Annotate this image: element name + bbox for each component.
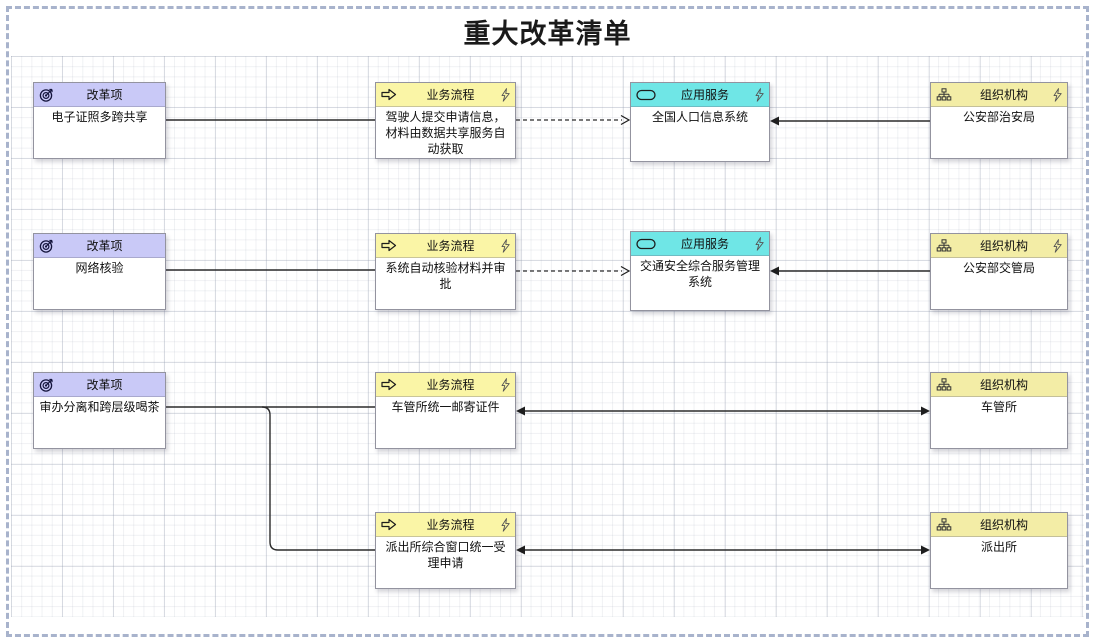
node-name: 驾驶人提交申请信息，材料由数据共享服务自动获取 [385, 110, 506, 156]
node-header: 改革项 [34, 83, 165, 107]
stadium-icon [636, 89, 658, 101]
edge-org-1-to-service-1 [770, 116, 930, 126]
node-type-label: 组织机构 [979, 88, 1028, 102]
node-header: 组织机构 [931, 373, 1067, 397]
arrowhead [770, 116, 779, 126]
node-type-label: 应用服务 [680, 237, 729, 251]
org-chart-icon [936, 517, 958, 532]
edge-process-2-to-service-2 [516, 265, 631, 277]
arrowhead [770, 266, 779, 276]
node-service-1[interactable]: 应用服务全国人口信息系统 [630, 82, 770, 162]
node-name: 派出所 [980, 540, 1017, 554]
arrowhead [921, 406, 930, 416]
node-type-label: 业务流程 [426, 239, 475, 253]
stadium-icon [636, 238, 658, 250]
node-header: 组织机构 [931, 83, 1067, 107]
node-name: 公安部治安局 [962, 110, 1035, 124]
node-header: 业务流程 [376, 373, 515, 397]
node-reform-2[interactable]: 改革项网络核验 [33, 233, 166, 310]
node-name: 电子证照多跨共享 [51, 110, 148, 124]
node-header: 组织机构 [931, 513, 1067, 537]
node-process-1[interactable]: 业务流程驾驶人提交申请信息，材料由数据共享服务自动获取 [375, 82, 516, 159]
open-arrowhead [620, 114, 631, 126]
node-reform-1[interactable]: 改革项电子证照多跨共享 [33, 82, 166, 159]
lightning-bolt-icon [752, 87, 764, 102]
node-org-4[interactable]: 组织机构派出所 [930, 512, 1068, 589]
node-header: 改革项 [34, 373, 165, 397]
edge-org-2-to-service-2 [770, 266, 930, 276]
arrow-right-icon [381, 239, 403, 252]
open-arrowhead [620, 265, 631, 277]
node-type-label: 业务流程 [426, 518, 475, 532]
node-name: 公安部交管局 [962, 261, 1035, 275]
node-type-label: 业务流程 [426, 378, 475, 392]
node-type-label: 组织机构 [979, 239, 1028, 253]
node-name: 网络核验 [75, 261, 124, 275]
grid-background [11, 56, 1084, 617]
diagram-title: 重大改革清单 [463, 19, 632, 50]
node-service-2[interactable]: 应用服务交通安全综合服务管理系统 [630, 231, 770, 311]
target-icon [39, 87, 61, 103]
node-type-label: 业务流程 [426, 88, 475, 102]
node-reform-3[interactable]: 改革项审办分离和跨层级喝茶 [33, 372, 166, 449]
target-icon [39, 377, 61, 393]
node-name: 系统自动核验材料并审批 [385, 261, 506, 291]
arrow-right-icon [381, 518, 403, 531]
node-header: 应用服务 [631, 232, 769, 256]
edge-process-1-to-service-1 [516, 114, 631, 126]
edge-reform-3-to-process-4 [261, 406, 375, 551]
node-header: 业务流程 [376, 83, 515, 107]
edge-process-4-to-org-4 [516, 545, 930, 555]
node-process-2[interactable]: 业务流程系统自动核验材料并审批 [375, 233, 516, 310]
node-name: 车管所 [980, 400, 1017, 414]
lightning-bolt-icon [498, 87, 510, 102]
node-type-label: 应用服务 [680, 88, 729, 102]
node-name: 审办分离和跨层级喝茶 [39, 400, 160, 414]
node-name: 全国人口信息系统 [651, 110, 748, 124]
lightning-bolt-icon [498, 377, 510, 392]
org-chart-icon [936, 377, 958, 392]
node-type-label: 组织机构 [979, 378, 1028, 392]
node-process-3[interactable]: 业务流程车管所统一邮寄证件 [375, 372, 516, 449]
arrow-right-icon [381, 378, 403, 391]
node-org-3[interactable]: 组织机构车管所 [930, 372, 1068, 449]
org-chart-icon [936, 87, 958, 102]
node-type-label: 改革项 [86, 378, 123, 392]
target-icon [39, 238, 61, 254]
node-name: 派出所综合窗口统一受理申请 [385, 540, 506, 570]
node-header: 组织机构 [931, 234, 1067, 258]
org-chart-icon [936, 238, 958, 253]
lightning-bolt-icon [1050, 238, 1062, 253]
lightning-bolt-icon [498, 517, 510, 532]
node-name: 交通安全综合服务管理系统 [639, 259, 760, 289]
arrowhead [516, 406, 525, 416]
arrow-right-icon [381, 88, 403, 101]
node-org-2[interactable]: 组织机构公安部交管局 [930, 233, 1068, 310]
arrowhead [921, 545, 930, 555]
edge-process-3-to-org-3 [516, 406, 930, 416]
node-header: 业务流程 [376, 513, 515, 537]
node-header: 应用服务 [631, 83, 769, 107]
lightning-bolt-icon [752, 236, 764, 251]
node-type-label: 组织机构 [979, 518, 1028, 532]
node-process-4[interactable]: 业务流程派出所综合窗口统一受理申请 [375, 512, 516, 589]
node-org-1[interactable]: 组织机构公安部治安局 [930, 82, 1068, 159]
arrowhead [516, 545, 525, 555]
lightning-bolt-icon [498, 238, 510, 253]
node-type-label: 改革项 [86, 88, 123, 102]
lightning-bolt-icon [1050, 87, 1062, 102]
node-type-label: 改革项 [86, 239, 123, 253]
node-header: 改革项 [34, 234, 165, 258]
node-header: 业务流程 [376, 234, 515, 258]
node-name: 车管所统一邮寄证件 [391, 400, 500, 414]
